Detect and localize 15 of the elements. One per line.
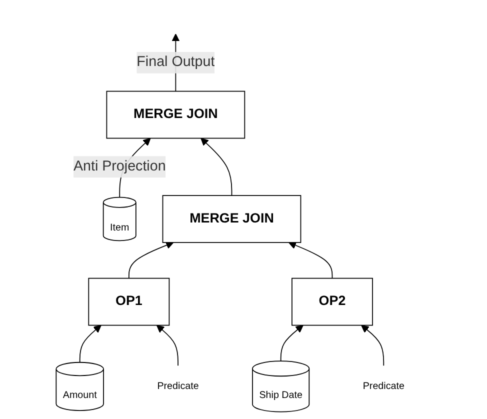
node-box: OP1 [88,278,170,326]
arrow [360,324,384,366]
node-box: MERGE JOIN [162,195,301,243]
arrow [79,324,102,363]
arrow [280,324,304,362]
edge-label: Final Output [136,54,214,70]
node-text: Predicate [156,380,199,392]
edge-label: Anti Projection [73,158,166,174]
arrow [156,324,178,366]
arrow [288,242,332,279]
node-text: Predicate [362,380,404,392]
node-box: OP2 [291,278,373,326]
node-box: MERGE JOIN [106,90,245,139]
arrow [200,138,232,196]
arrow [128,242,174,279]
